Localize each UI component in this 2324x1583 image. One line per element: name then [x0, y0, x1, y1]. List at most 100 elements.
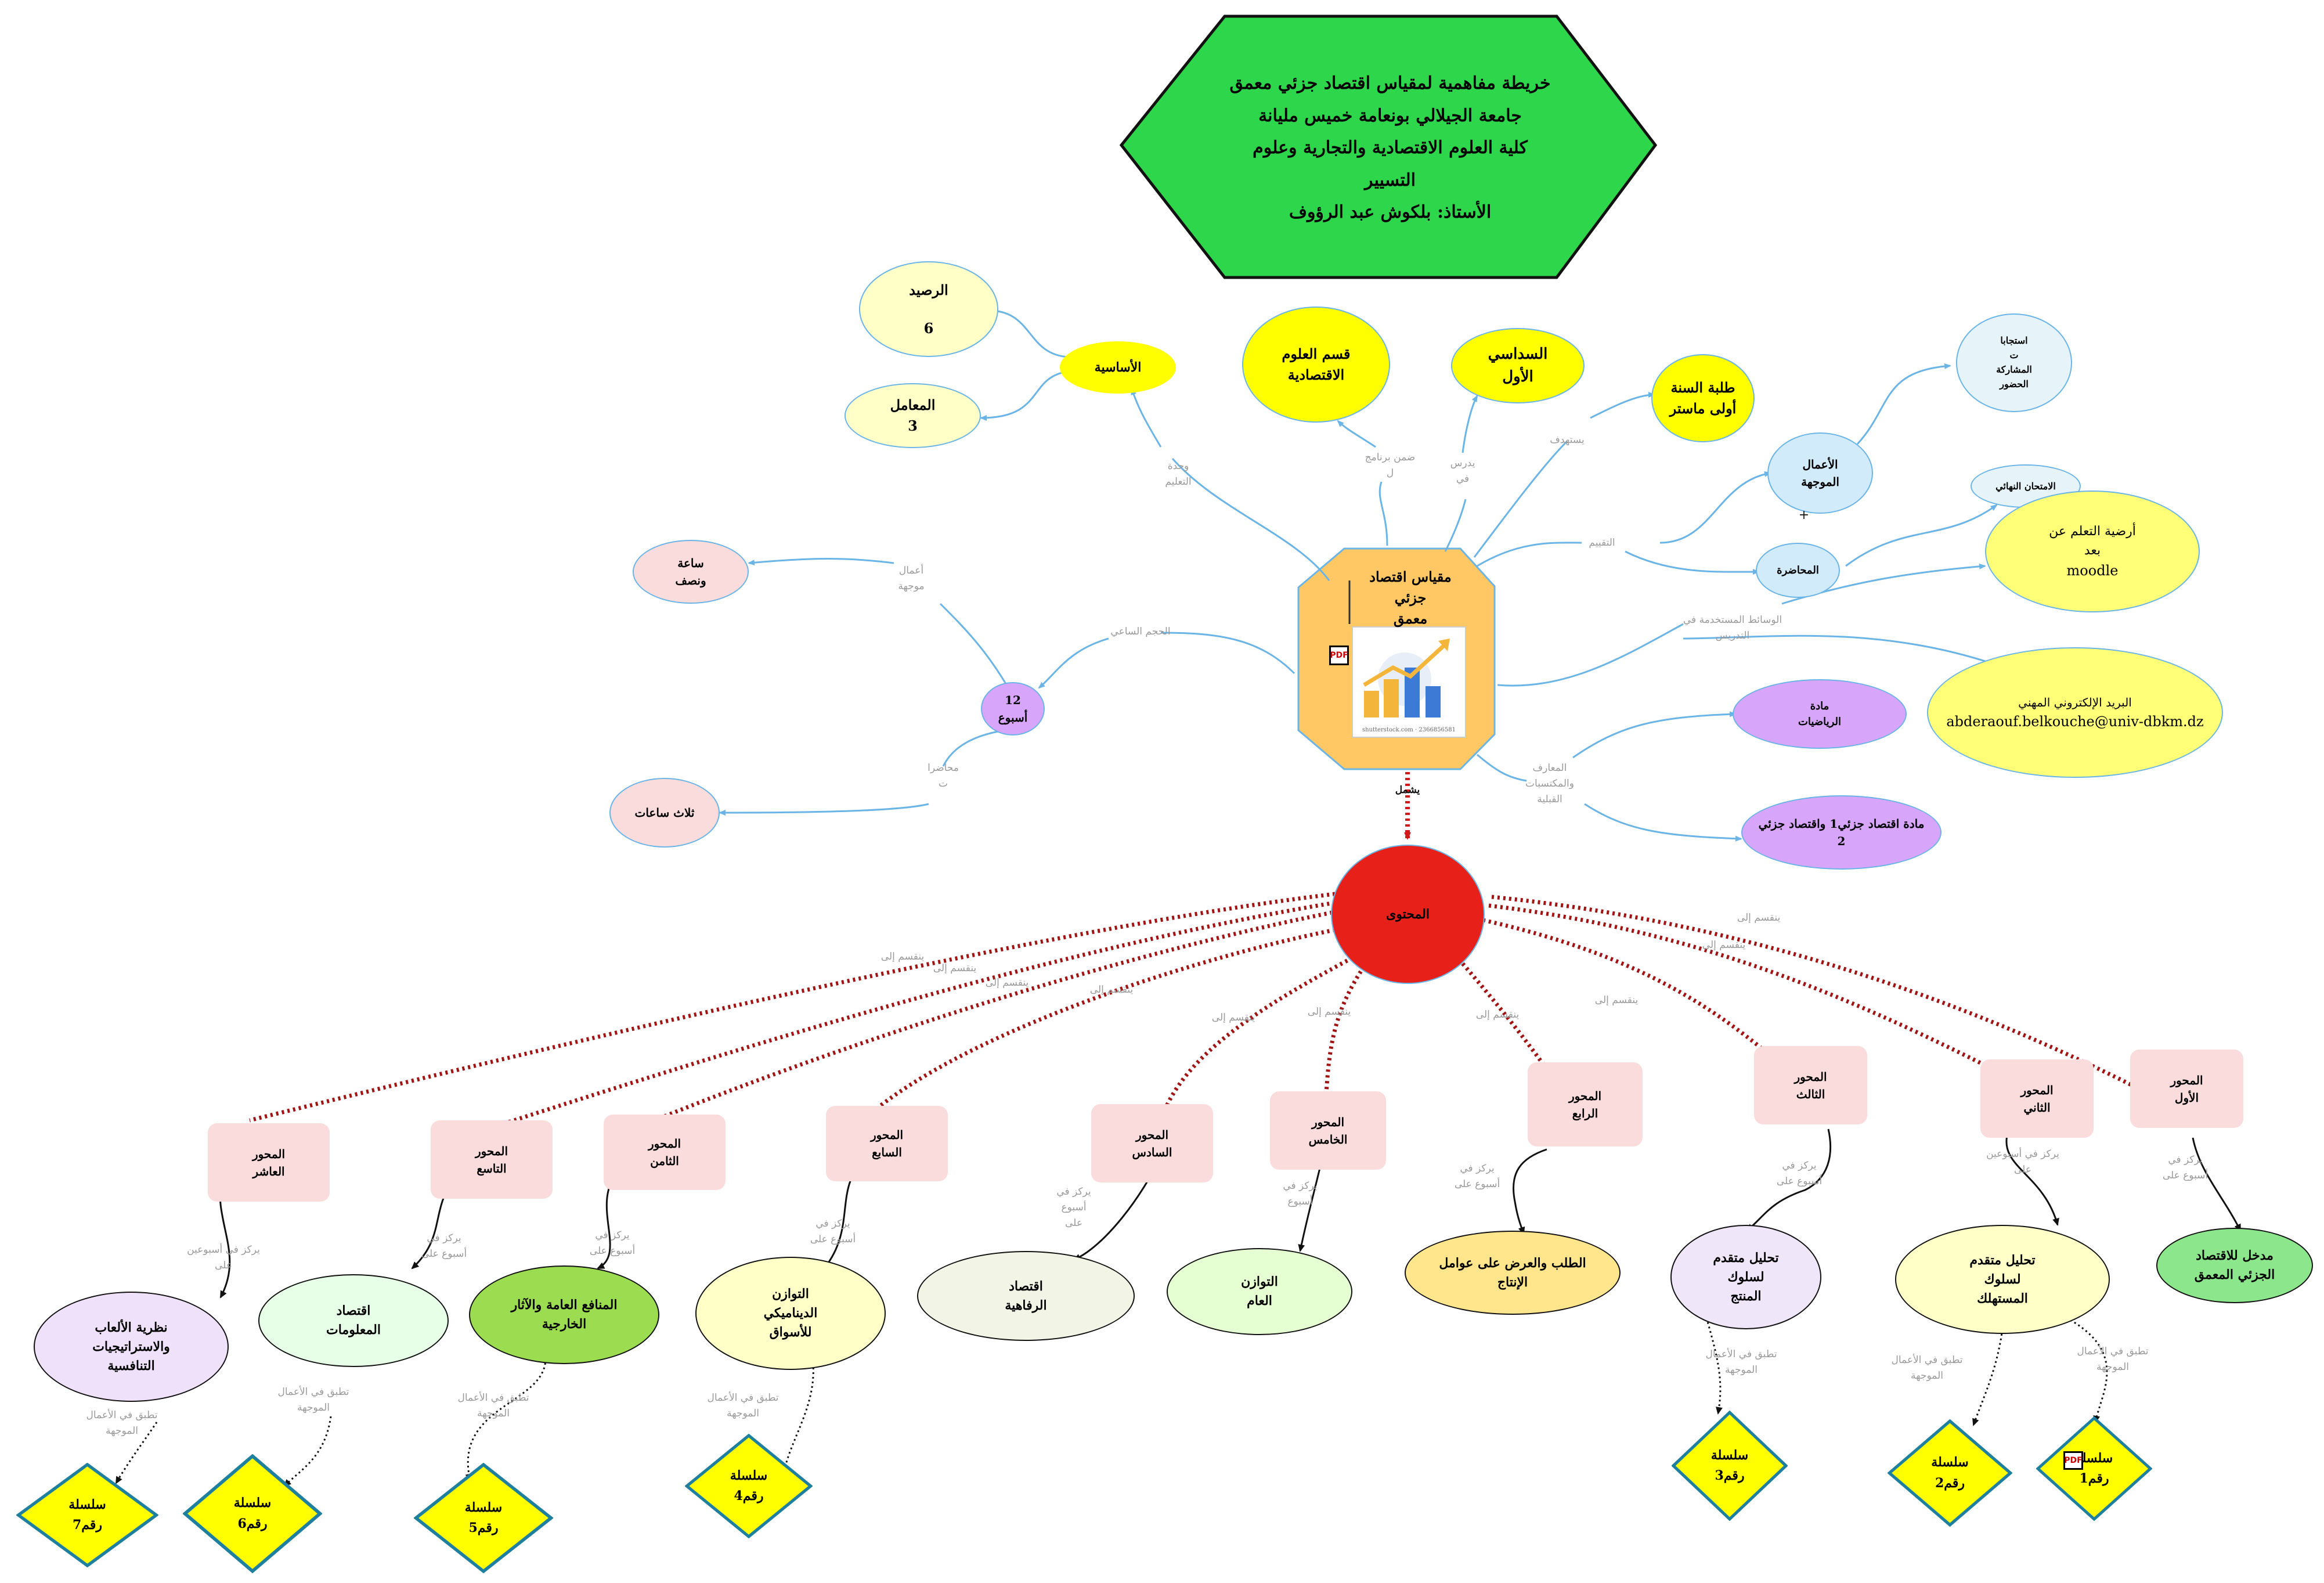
- muhadara-node[interactable]: المحاضرة: [1756, 543, 1840, 598]
- saa-line-2: ونصف: [675, 574, 706, 587]
- pdf-icon[interactable]: PDF: [1329, 646, 1349, 665]
- center-title-line-2: معمق: [1393, 610, 1428, 627]
- text-line: المنتج: [1730, 1288, 1762, 1304]
- week-number: 12: [1005, 693, 1021, 707]
- text-line: سلسلة: [730, 1467, 768, 1483]
- edge-talaba-stub: [1590, 392, 1655, 419]
- thalath-label: ثلاث ساعات: [634, 806, 695, 820]
- email-address[interactable]: abderaouf.belkouche@univ-dbkm.dz: [1946, 713, 2204, 730]
- text-line: المحور: [475, 1144, 508, 1158]
- istijabat-node[interactable]: استجابا ت المشاركة الحضور: [1956, 313, 2072, 412]
- istijabat-line-3: المشاركة: [1996, 364, 2032, 375]
- raseed-value: 6: [923, 319, 934, 337]
- edge-week-amal: [939, 603, 1011, 691]
- text-line: الأول: [2174, 1090, 2199, 1105]
- header-text: خريطة مفاهمية لمقياس اقتصاد جزئي معمق جا…: [1201, 55, 1579, 241]
- imtihan-node[interactable]: الامتحان النهائي: [1971, 464, 2081, 508]
- email-node[interactable]: البريد الإلكتروني المهني abderaouf.belko…: [1927, 647, 2223, 778]
- talaba-line-1: طلبة السنة: [1670, 379, 1735, 396]
- saa-line-1: ساعة: [677, 556, 704, 570]
- text-line: رقم7: [72, 1517, 103, 1532]
- ardiya-line-1: أرضية التعلم عن: [2049, 524, 2136, 539]
- text-line: أسبوع: [1287, 1196, 1313, 1208]
- text-line: التوازن: [772, 1286, 809, 1301]
- content-node[interactable]: المحتوى: [1331, 845, 1485, 984]
- edge-center-taqyim: [1477, 542, 1582, 567]
- edge-center-qism: [1378, 481, 1388, 546]
- header-hexagon: [1119, 15, 1658, 279]
- istijabat-line-1: استجابا: [2000, 335, 2028, 347]
- moamel-node[interactable]: المعامل 3: [845, 383, 981, 448]
- text-line: تطبق في الأعمال: [707, 1392, 779, 1404]
- thalath-node[interactable]: ثلاث ساعات: [609, 778, 720, 848]
- ardiya-node[interactable]: أرضية التعلم عن بعد moodle: [1985, 491, 2200, 612]
- talaba-node[interactable]: طلبة السنة أولى ماستر: [1651, 354, 1755, 442]
- saa-node[interactable]: ساعة ونصف: [633, 540, 749, 604]
- text-line: التعليم: [1165, 476, 1192, 488]
- text-line: المحور: [648, 1137, 681, 1151]
- qism-node[interactable]: قسم العلوم الاقتصادية: [1242, 306, 1390, 423]
- edge-content-axis8: [661, 909, 1338, 1120]
- edge-label-taqyim: التقييم: [1579, 535, 1625, 551]
- text-line: الموجهة: [1911, 1370, 1943, 1382]
- pdf-icon-series[interactable]: PDF: [2063, 1451, 2083, 1470]
- amal-node[interactable]: الأعمال الموجهة: [1767, 432, 1873, 514]
- iqtisad-node[interactable]: مادة اقتصاد جزئي1 واقتصاد جزئي 2: [1741, 795, 1942, 870]
- text-line: سلسلة: [464, 1499, 503, 1515]
- sudasi-node[interactable]: السداسي الأول: [1451, 328, 1585, 403]
- edge-label-muhadarat: محاضرا ت: [923, 760, 963, 792]
- raseed-node[interactable]: الرصيد 6: [859, 261, 998, 357]
- week-node[interactable]: 12 أسبوع: [981, 682, 1045, 735]
- asasiya-node[interactable]: الأساسية: [1060, 341, 1176, 394]
- text-line: ت: [938, 778, 948, 790]
- edge-wasait-email: [1683, 634, 2021, 675]
- sudasi-line-2: الأول: [1502, 368, 1533, 385]
- text-line: يدرس: [1450, 457, 1475, 469]
- text-line: المحور: [1135, 1127, 1169, 1142]
- split-label-10: ينقسم إلى: [880, 951, 925, 962]
- split-label-4: ينقسم إلى: [1475, 1009, 1520, 1021]
- text-line: المعارف: [1532, 762, 1567, 774]
- split-label-6: ينقسم إلى: [1211, 1012, 1255, 1023]
- riyadiyat-node[interactable]: مادة الرياضيات: [1733, 679, 1907, 749]
- center-title: مقياس اقتصاد جزئي معمق: [1352, 568, 1468, 627]
- text-line: على: [215, 1260, 232, 1272]
- text-line: محاضرا: [928, 762, 959, 774]
- red-dotted-edges: [249, 772, 2143, 1126]
- edge-center-sudasi: [1444, 499, 1467, 552]
